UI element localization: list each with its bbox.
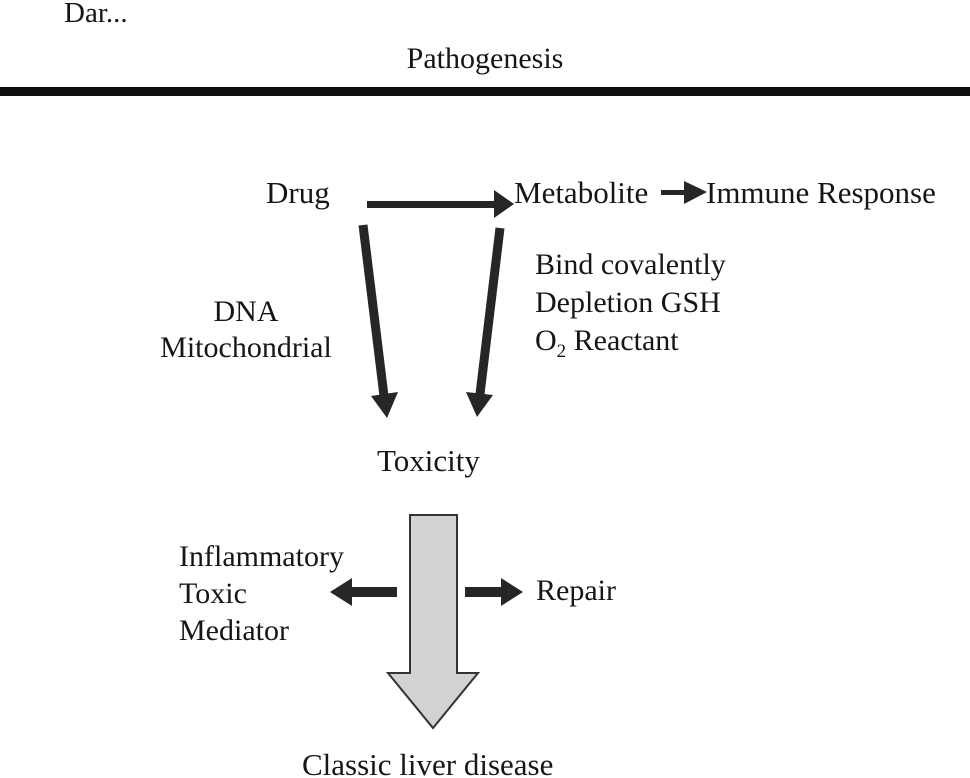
node-repair: Repair bbox=[536, 574, 616, 607]
title-divider-rule bbox=[0, 87, 970, 96]
drug-effects-list: DNA Mitochondrial bbox=[160, 294, 332, 366]
mediator-mediator: Mediator bbox=[179, 614, 289, 647]
drug-to-toxicity-arrow bbox=[358, 224, 398, 418]
node-immune-response: Immune Response bbox=[706, 175, 936, 210]
effect-dna: DNA bbox=[213, 295, 279, 328]
effect-bind-covalently: Bind covalently bbox=[535, 248, 726, 281]
drug-to-metabolite-arrow bbox=[367, 190, 514, 218]
mediator-list: Inflammatory Toxic Mediator bbox=[179, 538, 344, 649]
metabolite-to-immune-arrow bbox=[661, 181, 707, 204]
o2-subscript: 2 bbox=[556, 341, 567, 362]
metabolite-to-toxicity-arrow bbox=[466, 227, 505, 417]
node-metabolite: Metabolite bbox=[514, 175, 649, 210]
mediator-inflammatory: Inflammatory bbox=[179, 540, 344, 573]
effect-o2-reactant: O2 Reactant bbox=[535, 322, 726, 364]
node-toxicity: Toxicity bbox=[377, 443, 480, 478]
o2-suffix: Reactant bbox=[566, 324, 679, 357]
page-title: Pathogenesis bbox=[406, 42, 564, 75]
o2-prefix: O bbox=[535, 324, 557, 357]
effect-mitochondrial: Mitochondrial bbox=[160, 331, 332, 364]
node-drug: Drug bbox=[266, 175, 330, 210]
toxicity-to-repair-arrow bbox=[465, 578, 523, 606]
mediator-toxic: Toxic bbox=[179, 577, 247, 610]
node-classic-liver-disease: Classic liver disease bbox=[302, 747, 554, 778]
effect-depletion-gsh: Depletion GSH bbox=[535, 286, 721, 319]
metabolite-effects-list: Bind covalently Depletion GSH O2 Reactan… bbox=[535, 246, 726, 364]
slide-title-truncated: Dar... bbox=[64, 0, 128, 29]
toxicity-to-disease-block-arrow bbox=[385, 514, 481, 730]
